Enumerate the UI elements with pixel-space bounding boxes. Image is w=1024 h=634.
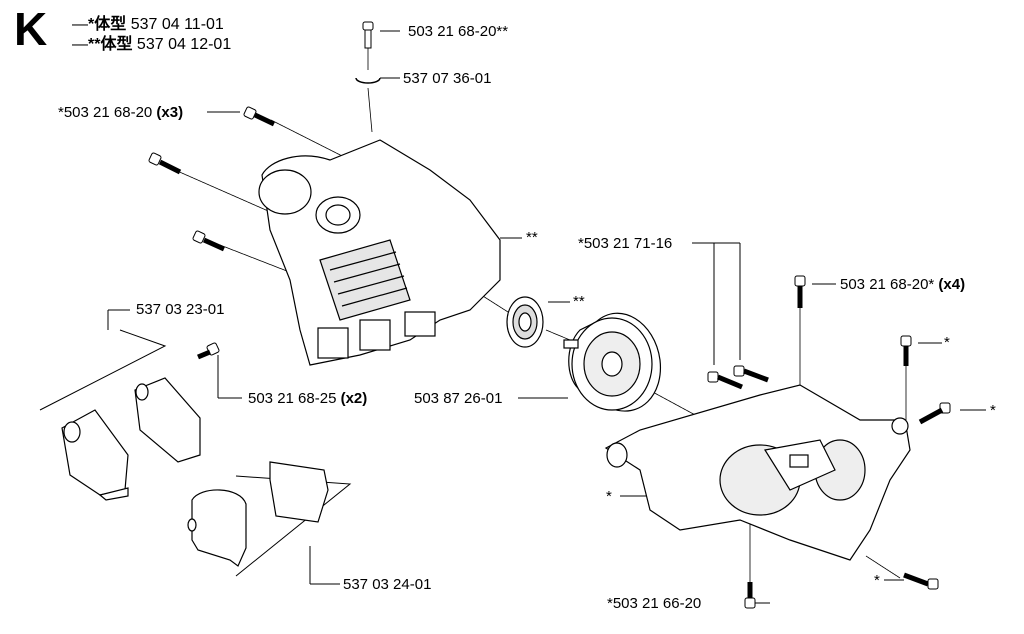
screw-left-2 [148, 152, 182, 175]
label-circlip: 537 07 36-01 [403, 70, 492, 87]
label-screw-right-small: * [944, 334, 950, 351]
variant-word-2: 体型 [100, 36, 133, 53]
screw-top [362, 21, 374, 49]
label-lower-housing: * [606, 488, 612, 505]
label-screw-bracket: 503 21 68-25 (x2) [248, 390, 368, 407]
screw-right-side [918, 402, 951, 425]
label-bracket-group: 537 03 23-01 [136, 301, 225, 318]
label-drum: 503 87 26-01 [414, 390, 503, 407]
screw-bottom [744, 582, 756, 609]
variant-marker-2: ** [88, 36, 101, 53]
bracket-right [134, 377, 201, 463]
label-screw-right: 503 21 68-20* (x4) [840, 276, 966, 293]
label-screw-pair: *503 21 71-16 [578, 235, 673, 252]
label-clamp-group: 537 03 24-01 [343, 576, 432, 593]
label-screw-bottom-right: * [874, 572, 880, 589]
label-screw-top: 503 21 68-20** [408, 23, 509, 40]
label-screw-left: *503 21 68-20 (x3) [58, 104, 184, 121]
screw-bottom-right [903, 572, 939, 590]
circlip [355, 77, 381, 84]
variant-part-2: 537 04 12-01 [136, 36, 232, 53]
variant-marker-1: * [88, 16, 95, 33]
bearing [506, 296, 544, 348]
variant-part-1: 537 04 11-01 [130, 16, 224, 33]
screw-pair [707, 365, 769, 390]
variant-line-2: —**体型 537 04 12-01 [72, 36, 231, 54]
label-bearing-marker: ** [573, 293, 585, 310]
section-letter: K [14, 3, 48, 55]
screw-right-small [900, 335, 912, 366]
clamp-half-right [269, 461, 329, 523]
variant-dash-1: — [72, 16, 88, 33]
screw-right-vertical [794, 275, 806, 308]
lower-housing [604, 384, 911, 561]
clamp-half-left [187, 489, 247, 567]
clutch-drum [563, 312, 662, 412]
label-screw-bottom: *503 21 66-20 [607, 595, 702, 612]
upper-housing [258, 139, 501, 366]
variant-dash-2: — [72, 36, 88, 53]
screw-left-1 [243, 106, 276, 127]
screw-left-3 [192, 230, 226, 252]
screw-bracket [197, 342, 220, 360]
bracket-left [61, 409, 129, 501]
label-housing-marker: ** [526, 229, 538, 246]
label-screw-right-side: * [990, 402, 996, 419]
variant-line-1: —*体型 537 04 11-01 [72, 16, 224, 34]
variant-word-1: 体型 [94, 16, 127, 33]
